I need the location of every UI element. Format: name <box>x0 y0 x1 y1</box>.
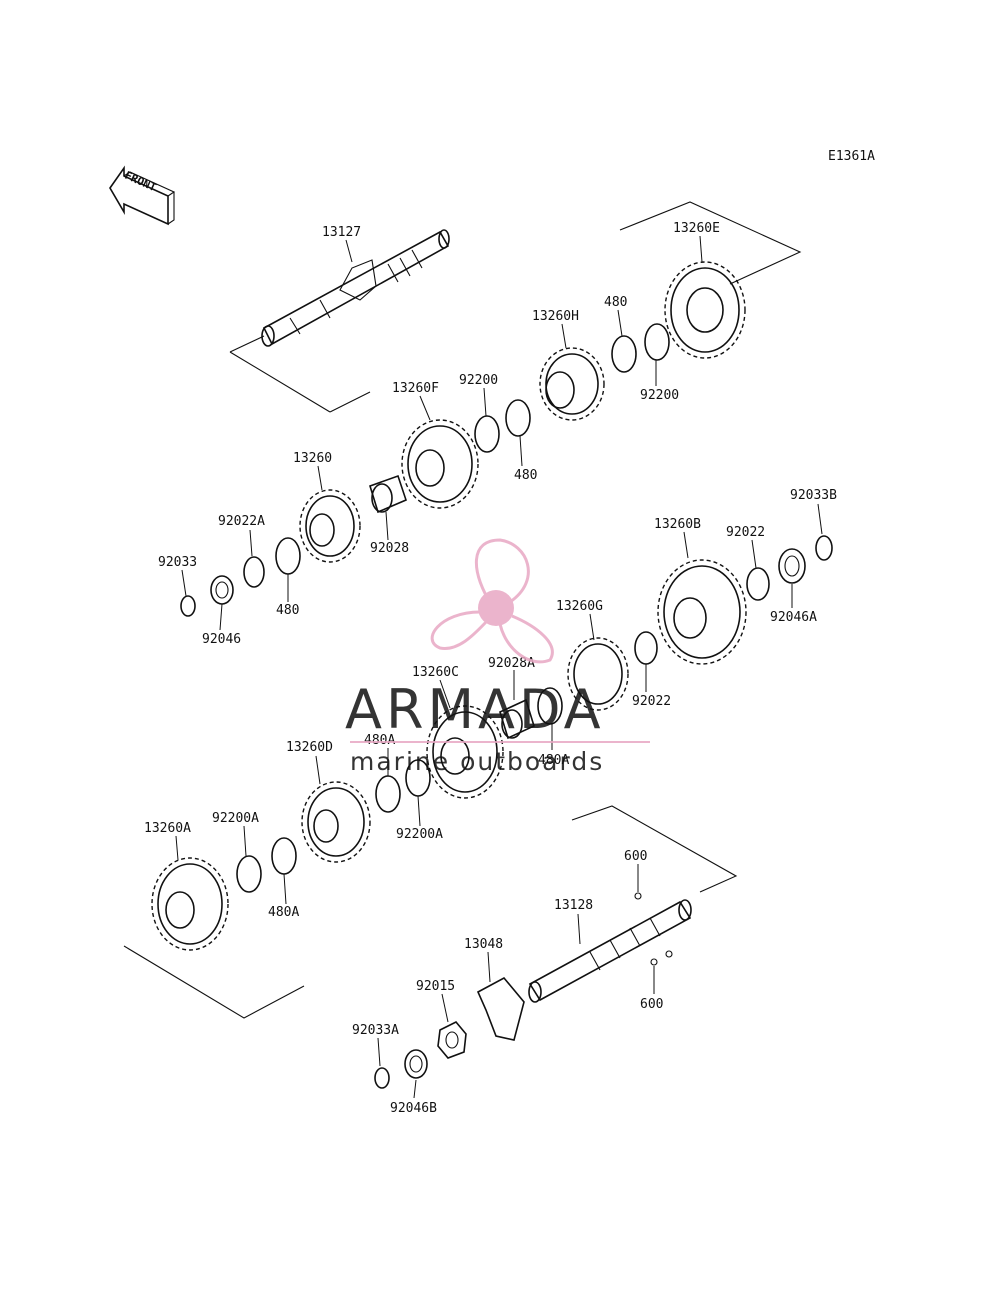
part-label: 92046A <box>770 610 817 625</box>
part-label: 92022 <box>726 525 765 540</box>
main-shaft-13127 <box>229 229 450 413</box>
circlip-480A <box>375 775 401 813</box>
gear-13260F <box>401 419 479 509</box>
bushing-92028A <box>499 698 535 740</box>
part-label: 480 <box>276 603 299 618</box>
part-label: 92200 <box>640 388 679 403</box>
part-labels: 13127 13260E 480 13260H 92200 92200 1326… <box>144 221 837 1116</box>
bearing-92046A <box>778 548 806 584</box>
gear-13260C <box>426 705 504 799</box>
part-label: 92033A <box>352 1023 399 1038</box>
washer-92200 <box>644 323 670 361</box>
bearing-92046 <box>210 575 234 605</box>
part-label: 13260C <box>412 665 459 680</box>
circlip-480A <box>537 687 563 725</box>
part-label: 600 <box>624 849 647 864</box>
part-label: 92028A <box>488 656 535 671</box>
part-label: 92046B <box>390 1101 437 1116</box>
part-label: 92200 <box>459 373 498 388</box>
part-label: 480 <box>604 295 627 310</box>
part-label: 13260B <box>654 517 701 532</box>
part-label: 92022 <box>632 694 671 709</box>
gear-13260H <box>539 347 605 421</box>
gear-13260E <box>619 201 802 359</box>
washer-92022 <box>746 567 770 601</box>
circlip-480 <box>505 399 531 437</box>
watermark-brand: ARMADA <box>345 678 605 741</box>
part-label: 13260 <box>293 451 332 466</box>
part-label: 92033B <box>790 488 837 503</box>
part-label: 13127 <box>322 225 361 240</box>
part-label: 92033 <box>158 555 197 570</box>
part-label: 13260D <box>286 740 333 755</box>
part-label: 13260H <box>532 309 579 324</box>
front-label: FRONT <box>123 169 159 194</box>
washer-92022 <box>634 631 658 665</box>
bearing-92046B <box>404 1049 428 1079</box>
armada-watermark: ARMADA marine outboards <box>345 538 650 776</box>
part-label: 480A <box>538 753 569 768</box>
cam-13048 <box>476 976 525 1041</box>
output-shaft-13128 <box>528 805 738 1003</box>
front-arrow-icon: FRONT <box>109 165 176 226</box>
gear-13260B <box>657 559 747 665</box>
part-label: 92046 <box>202 632 241 647</box>
part-label: 480 <box>514 468 537 483</box>
part-label: 92200A <box>212 811 259 826</box>
watermark-tagline: marine outboards <box>350 747 604 776</box>
gear-13260D <box>301 781 371 863</box>
part-label: 92015 <box>416 979 455 994</box>
washer-92200 <box>474 415 500 453</box>
part-label: 600 <box>640 997 663 1012</box>
part-label: 480A <box>268 905 299 920</box>
gear-13260 <box>299 489 361 563</box>
circlip-92033A <box>374 1067 390 1089</box>
part-label: 13048 <box>464 937 503 952</box>
gear-13260A <box>123 857 305 1019</box>
circlip-480 <box>275 537 301 575</box>
part-label: 92022A <box>218 514 265 529</box>
part-label: 480A <box>364 733 395 748</box>
washer-92200A <box>236 855 262 893</box>
part-label: 13260E <box>673 221 720 236</box>
diagram-code: E1361A <box>828 149 875 164</box>
part-label: 92028 <box>370 541 409 556</box>
part-label: 13260A <box>144 821 191 836</box>
circlip-480 <box>611 335 637 373</box>
washer-92022A <box>243 556 265 588</box>
bushing-92028 <box>369 474 407 514</box>
circlip-480A <box>271 837 297 875</box>
propeller-logo-icon <box>430 538 554 664</box>
part-label: 13128 <box>554 898 593 913</box>
circlip-92033B <box>815 535 833 561</box>
part-label: 92200A <box>396 827 443 842</box>
circlip-92033 <box>180 595 196 617</box>
nut-92015 <box>437 1021 467 1059</box>
part-label: 13260F <box>392 381 439 396</box>
gear-13260G <box>567 637 629 711</box>
part-label: 13260G <box>556 599 603 614</box>
